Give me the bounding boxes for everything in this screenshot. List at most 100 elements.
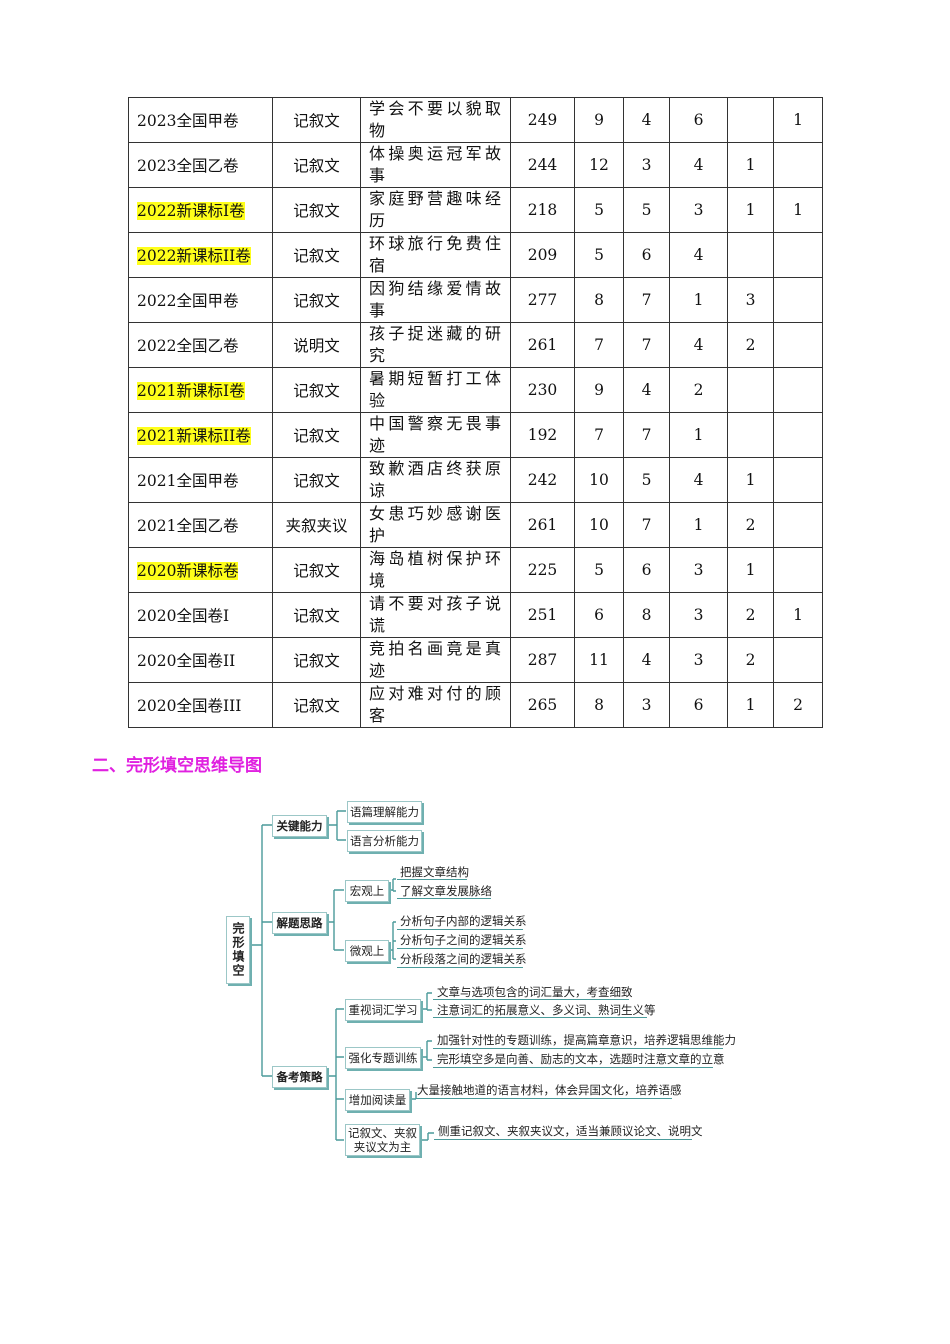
leaf-vocab-1: 文章与选项包含的词汇量大，考查细致 [437, 985, 633, 999]
cell-words: 192 [510, 412, 575, 458]
cell-words: 225 [510, 547, 575, 593]
cell-c5 [773, 637, 823, 683]
cell-words: 218 [510, 187, 575, 233]
cell-c1: 7 [574, 412, 624, 458]
cell-words: 249 [510, 97, 575, 143]
node-vocab: 重视词汇学习 [345, 999, 421, 1021]
cell-topic: 环球旅行免费住宿 [360, 232, 511, 278]
cell-words: 265 [510, 682, 575, 728]
cell-genre: 记叙文 [272, 232, 361, 278]
cell-c4: 2 [727, 322, 774, 368]
cell-c3: 6 [669, 682, 728, 728]
cell-words: 244 [510, 142, 575, 188]
branch-key-ability: 关键能力 [272, 815, 327, 837]
cell-paper: 2021新课标II卷 [128, 412, 273, 458]
cell-c3: 2 [669, 367, 728, 413]
paper-label: 2022全国乙卷 [137, 337, 239, 355]
mind-map-root: 完形填空 [226, 916, 250, 984]
paper-label: 2020全国卷I [137, 607, 230, 625]
cell-genre: 记叙文 [272, 547, 361, 593]
item-discourse-understanding: 语篇理解能力 [347, 801, 422, 823]
paper-label: 2023全国乙卷 [137, 157, 239, 175]
cell-c4: 3 [727, 277, 774, 323]
cell-c4: 1 [727, 547, 774, 593]
leaf-macro-2: 了解文章发展脉络 [400, 884, 492, 898]
cell-paper: 2022全国甲卷 [128, 277, 273, 323]
cell-paper: 2023全国甲卷 [128, 97, 273, 143]
cell-words: 261 [510, 502, 575, 548]
cell-paper: 2021新课标I卷 [128, 367, 273, 413]
paper-label: 2021全国甲卷 [137, 472, 239, 490]
cell-c1: 10 [574, 502, 624, 548]
cell-paper: 2021全国甲卷 [128, 457, 273, 503]
cell-topic: 请不要对孩子说谎 [360, 592, 511, 638]
cell-c3: 1 [669, 277, 728, 323]
cell-c2: 4 [623, 637, 670, 683]
cell-topic: 海岛植树保护环境 [360, 547, 511, 593]
paper-label: 2022新课标I卷 [137, 202, 245, 220]
cell-c3: 3 [669, 187, 728, 233]
cell-topic: 暑期短暂打工体验 [360, 367, 511, 413]
cell-c3: 4 [669, 457, 728, 503]
paper-label: 2020新课标卷 [137, 562, 239, 580]
cell-c5: 2 [773, 682, 823, 728]
cell-c5 [773, 142, 823, 188]
leaf-micro-1: 分析句子内部的逻辑关系 [400, 914, 527, 928]
paper-label: 2020全国卷III [137, 697, 242, 715]
cell-c5: 1 [773, 592, 823, 638]
node-training: 强化专题训练 [345, 1047, 421, 1069]
cell-paper: 2020全国卷I [128, 592, 273, 638]
cell-c3: 3 [669, 592, 728, 638]
leaf-micro-2: 分析句子之间的逻辑关系 [400, 933, 527, 947]
leaf-macro-1: 把握文章结构 [400, 865, 469, 879]
cell-c2: 3 [623, 142, 670, 188]
section-title: 二、完形填空思维导图 [92, 756, 262, 776]
cell-c4: 2 [727, 637, 774, 683]
cell-c4: 1 [727, 457, 774, 503]
cell-paper: 2020全国卷III [128, 682, 273, 728]
cell-c5 [773, 457, 823, 503]
node-genre-focus: 记叙文、夹叙夹议文为主 [345, 1124, 420, 1156]
cell-topic: 致歉酒店终获原谅 [360, 457, 511, 503]
cell-c3: 6 [669, 97, 728, 143]
cell-c1: 7 [574, 322, 624, 368]
branch-solving-approach: 解题思路 [272, 912, 327, 934]
cell-paper: 2022新课标I卷 [128, 187, 273, 233]
cell-c5 [773, 412, 823, 458]
cell-genre: 记叙文 [272, 457, 361, 503]
leaf-micro-3: 分析段落之间的逻辑关系 [400, 952, 527, 966]
leaf-vocab-2: 注意词汇的拓展意义、多义词、熟词生义等 [437, 1003, 656, 1017]
cell-c1: 9 [574, 367, 624, 413]
node-reading: 增加阅读量 [345, 1089, 410, 1111]
cell-topic: 女患巧妙感谢医护 [360, 502, 511, 548]
cell-genre: 记叙文 [272, 592, 361, 638]
item-language-analysis: 语言分析能力 [347, 830, 422, 852]
cell-genre: 说明文 [272, 322, 361, 368]
cell-c1: 8 [574, 682, 624, 728]
cell-genre: 记叙文 [272, 187, 361, 233]
cell-paper: 2022全国乙卷 [128, 322, 273, 368]
paper-label: 2021新课标II卷 [137, 427, 251, 445]
cell-c2: 4 [623, 97, 670, 143]
cell-topic: 因狗结缘爱情故事 [360, 277, 511, 323]
cell-c2: 7 [623, 277, 670, 323]
cell-c4 [727, 412, 774, 458]
cell-paper: 2021全国乙卷 [128, 502, 273, 548]
cell-c3: 4 [669, 142, 728, 188]
node-micro: 微观上 [345, 940, 389, 962]
cell-genre: 记叙文 [272, 277, 361, 323]
cell-paper: 2020新课标卷 [128, 547, 273, 593]
